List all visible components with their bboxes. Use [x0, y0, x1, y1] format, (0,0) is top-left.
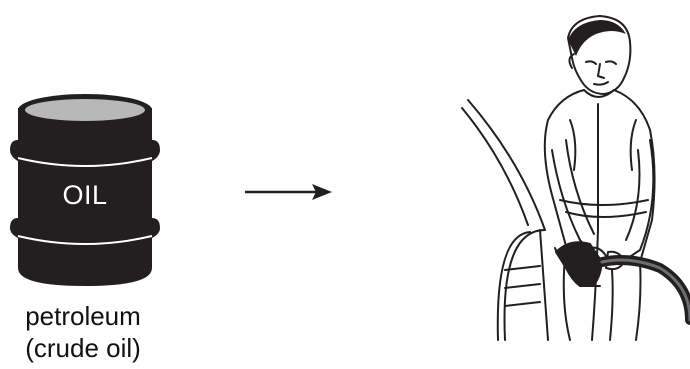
person-refueling-car-illustration [0, 0, 690, 369]
petroleum-to-fuel-diagram: OIL petroleum (crude oil) [0, 0, 690, 369]
